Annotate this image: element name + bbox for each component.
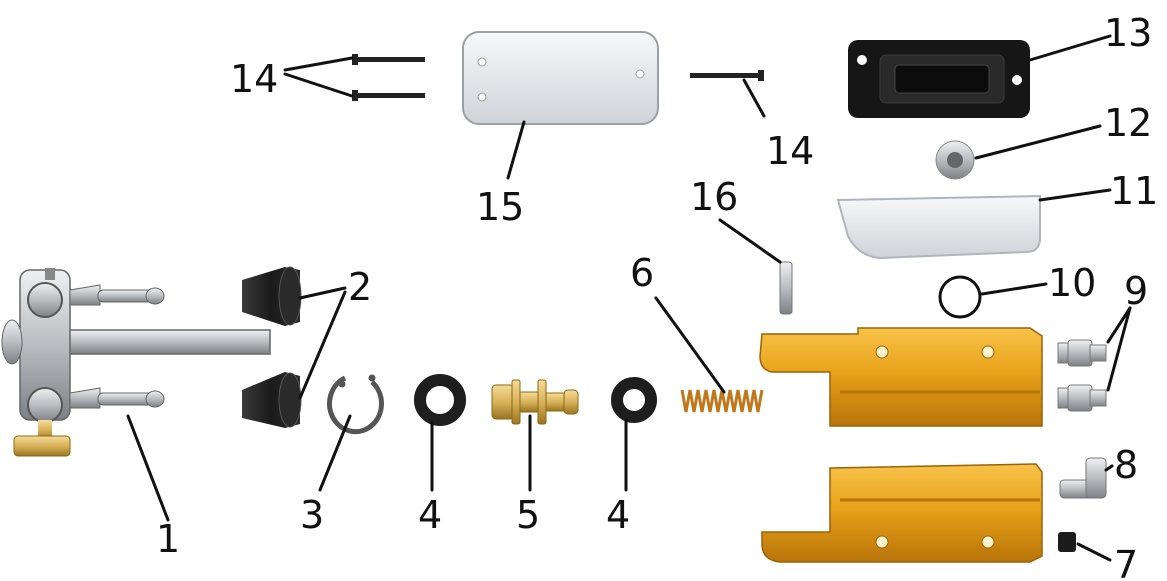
- label-3: 3: [300, 493, 324, 537]
- part-15-cover: [462, 31, 659, 125]
- label-4-right: 4: [606, 493, 630, 537]
- part-3-circlip: [327, 374, 384, 435]
- part-6-spring: [680, 389, 764, 413]
- part-13-diaphragm: [848, 40, 1030, 118]
- label-4-left: 4: [418, 493, 442, 537]
- label-2: 2: [348, 265, 372, 309]
- label-15: 15: [476, 185, 524, 229]
- master-cylinder-body-bottom: [761, 463, 1043, 563]
- label-6: 6: [630, 251, 654, 295]
- label-12: 12: [1104, 101, 1152, 145]
- label-7: 7: [1114, 543, 1138, 581]
- label-11: 11: [1110, 169, 1158, 213]
- label-14-left: 14: [230, 57, 278, 101]
- label-10: 10: [1048, 261, 1096, 305]
- part-2-rubber-boots: [242, 266, 302, 428]
- part-9-fittings: [1057, 339, 1107, 412]
- part-5-piston: [491, 379, 579, 425]
- leader-lines: [126, 34, 1132, 562]
- part-8-elbow-fitting: [1059, 457, 1107, 499]
- part-16-pin: [779, 261, 793, 315]
- part-7-set-screw: [1058, 532, 1076, 552]
- label-14-right: 14: [766, 129, 814, 173]
- part-labels: 14 15 14 13 12 11 16 6 10 9 2 1 3 4 5 4 …: [156, 11, 1158, 581]
- label-8: 8: [1114, 443, 1138, 487]
- part-14-screw-right: [690, 70, 764, 81]
- part-1-handlebar-clamp: [1, 268, 271, 457]
- label-1: 1: [156, 517, 180, 561]
- label-5: 5: [516, 493, 540, 537]
- label-13: 13: [1104, 11, 1152, 55]
- part-4-seal-left: [414, 374, 466, 426]
- label-9: 9: [1124, 269, 1148, 313]
- part-11-float: [836, 194, 1041, 260]
- part-10-o-ring: [938, 275, 982, 319]
- part-14-screws-left: [352, 54, 425, 101]
- label-16: 16: [690, 175, 738, 219]
- part-4-seal-right: [611, 377, 657, 423]
- master-cylinder-body-top: [759, 327, 1043, 427]
- part-12-float-cap: [935, 140, 975, 180]
